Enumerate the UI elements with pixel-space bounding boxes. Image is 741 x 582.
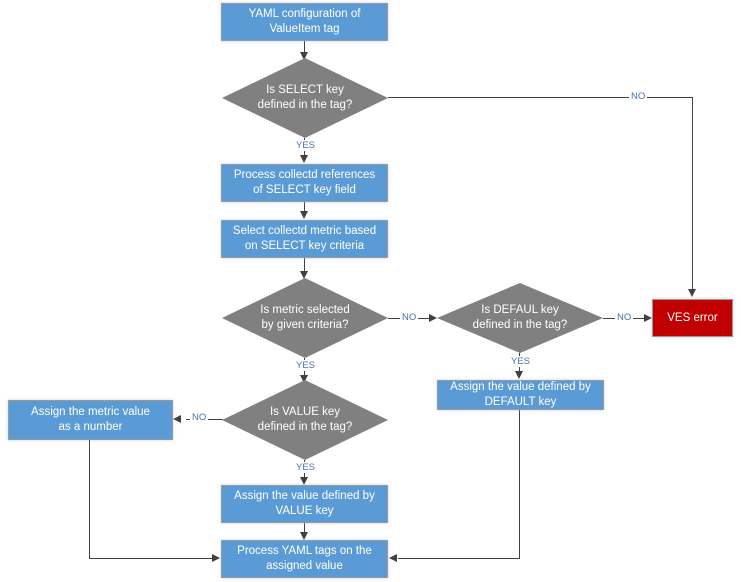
connector-start-to-select [304, 41, 305, 54]
node-value-key-decision[interactable]: Is VALUE key defined in the tag? [222, 380, 388, 460]
node-assign-value-label: Assign the value defined by VALUE key [234, 490, 375, 517]
node-default-key-label: Is DEFAUL key defined in the tag? [472, 304, 568, 331]
node-start-label: YAML configuration of ValueItem tag [248, 8, 361, 35]
connector-refs-to-metric [304, 202, 305, 212]
node-metric-selected-label: Is metric selected by given criteria? [260, 304, 350, 331]
node-select-metric-label: Select collectd metric based on SELECT k… [232, 225, 377, 252]
node-value-key-label: Is VALUE key defined in the tag? [257, 406, 353, 433]
node-select-collectd-metric[interactable]: Select collectd metric based on SELECT k… [221, 220, 388, 258]
arrowhead-select-key-top [300, 52, 308, 60]
edge-label-default-yes: YES [509, 356, 533, 367]
edge-label-value-no: NO [190, 412, 209, 423]
edge-label-value-yes: YES [294, 462, 318, 473]
connector-assign-number-down [89, 440, 90, 558]
node-assign-metric-value-number[interactable]: Assign the metric value as a number [8, 400, 173, 440]
connector-assign-value-to-yaml [304, 523, 305, 533]
edge-label-select-yes: YES [294, 140, 318, 151]
edge-label-metric-yes: YES [294, 360, 318, 371]
arrowhead-select-metric-top [300, 211, 308, 219]
arrowhead-default-key-left [429, 314, 437, 322]
node-process-yaml-tags[interactable]: Process YAML tags on the assigned value [221, 540, 388, 578]
arrowhead-ves-error-top [688, 289, 696, 297]
edge-label-select-no: NO [629, 91, 648, 102]
connector-select-no-horizontal [388, 97, 693, 98]
node-select-key-label: Is SELECT key defined in the tag? [257, 84, 353, 111]
node-assign-value-key[interactable]: Assign the value defined by VALUE key [221, 485, 388, 523]
arrowhead-process-yaml-left [212, 554, 220, 562]
arrowhead-process-yaml-top [300, 532, 308, 540]
node-default-key-decision[interactable]: Is DEFAUL key defined in the tag? [437, 283, 603, 353]
connector-assign-number-right [89, 558, 212, 559]
connector-assign-default-left [398, 558, 520, 559]
node-process-collectd-references[interactable]: Process collectd references of SELECT ke… [221, 164, 388, 202]
arrowhead-metric-decision-top [300, 271, 308, 279]
node-start[interactable]: YAML configuration of ValueItem tag [221, 3, 388, 41]
node-ves-error-label: VES error [667, 311, 718, 324]
arrowhead-ves-error-left [644, 314, 652, 322]
node-assign-default-value[interactable]: Assign the value defined by DEFAULT key [437, 380, 604, 410]
node-assign-default-label: Assign the value defined by DEFAULT key [450, 381, 591, 408]
node-process-refs-label: Process collectd references of SELECT ke… [233, 169, 376, 196]
edge-label-default-no: NO [615, 312, 634, 323]
arrowhead-assign-default-top [515, 371, 523, 379]
arrowhead-process-refs-top [300, 155, 308, 163]
connector-select-no-vertical [692, 97, 693, 289]
arrowhead-process-yaml-right [389, 554, 397, 562]
node-metric-selected-decision[interactable]: Is metric selected by given criteria? [222, 278, 388, 358]
arrowhead-value-key-top [300, 375, 308, 383]
arrowhead-assign-value-top [300, 477, 308, 485]
node-process-yaml-label: Process YAML tags on the assigned value [237, 545, 372, 572]
connector-assign-default-down [519, 410, 520, 558]
edge-label-metric-no: NO [400, 312, 419, 323]
node-ves-error[interactable]: VES error [652, 299, 733, 337]
node-assign-number-label: Assign the metric value as a number [31, 406, 150, 433]
node-select-key-decision[interactable]: Is SELECT key defined in the tag? [222, 58, 388, 138]
arrowhead-assign-number-right [173, 415, 181, 423]
connector-metric-to-decision [304, 258, 305, 272]
